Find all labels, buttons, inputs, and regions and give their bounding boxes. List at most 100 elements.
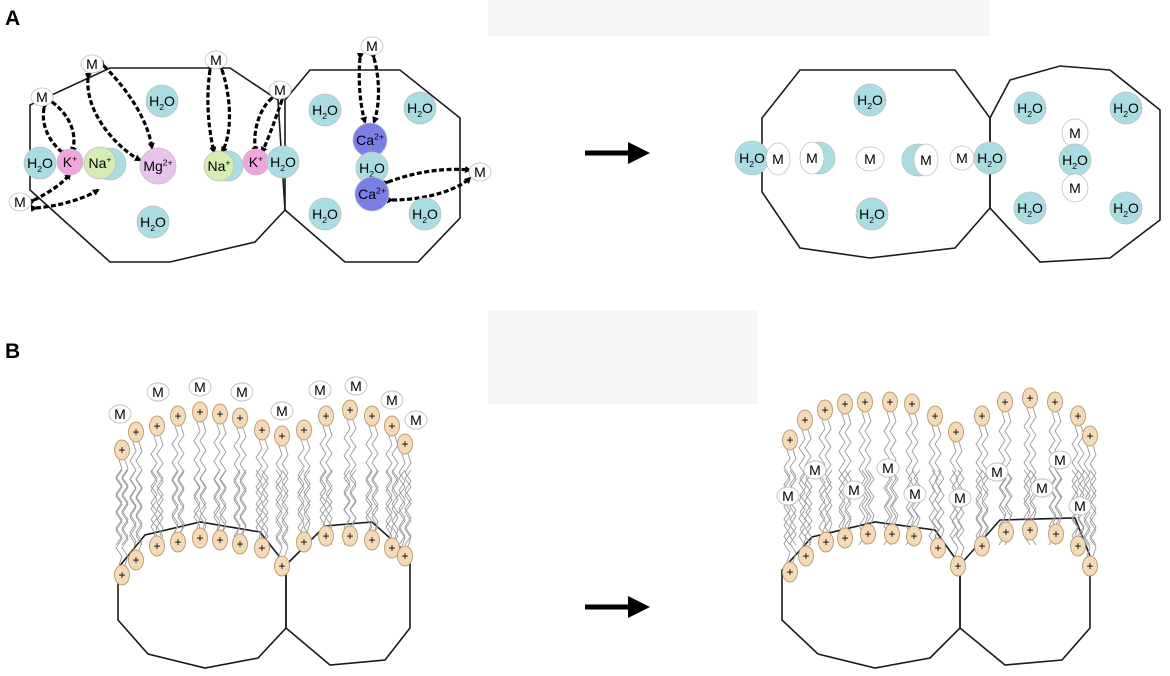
svg-text:K+: K+: [63, 154, 77, 170]
svg-text:H2O: H2O: [312, 102, 338, 121]
metal-ion: M: [913, 143, 939, 177]
lipid-molecule: +: [974, 405, 990, 546]
svg-text:+: +: [822, 535, 829, 549]
metal-ion: M: [344, 376, 368, 396]
lipid-molecule: +: [232, 469, 248, 555]
svg-text:M: M: [194, 379, 206, 395]
cell-b-right-before: [285, 521, 411, 666]
metal-ion: M: [30, 87, 54, 107]
water-molecule: H2O: [23, 146, 57, 180]
svg-text:+: +: [236, 537, 243, 551]
lipid-molecule: +: [170, 469, 186, 553]
svg-text:+: +: [931, 409, 938, 423]
svg-text:M: M: [864, 151, 876, 167]
metal-ion: M: [949, 145, 975, 171]
right-arrow-icon: [585, 596, 650, 618]
svg-text:+: +: [978, 539, 985, 553]
water-molecule: H2O: [973, 141, 1007, 175]
double-headed-curved-arrow-icon: [217, 64, 232, 154]
svg-text:H2O: H2O: [1113, 200, 1139, 219]
calcium-ion: Ca2+: [354, 176, 390, 212]
svg-text:M: M: [909, 486, 921, 502]
double-headed-curved-arrow-icon: [251, 92, 279, 154]
lipid-molecule: +: [797, 409, 813, 546]
svg-text:+: +: [786, 565, 793, 579]
svg-text:M: M: [114, 406, 126, 422]
svg-text:+: +: [258, 423, 265, 437]
metal-ion: M: [799, 141, 825, 175]
svg-text:+: +: [1086, 429, 1093, 443]
svg-text:+: +: [1086, 559, 1093, 573]
panel-label-b: B: [5, 340, 21, 363]
cell-a-left-before: [29, 67, 286, 263]
water-molecule: H2O: [1013, 191, 1047, 225]
svg-text:+: +: [132, 553, 139, 567]
svg-text:+: +: [236, 411, 243, 425]
svg-text:M: M: [1036, 480, 1048, 496]
panel-label-a: A: [5, 7, 21, 30]
lipid-molecule: +: [296, 419, 312, 546]
svg-text:+: +: [401, 549, 408, 563]
lipid-molecule: +: [1047, 391, 1063, 546]
metal-ion: M: [803, 460, 827, 480]
lipid-molecule: +: [192, 469, 208, 549]
water-molecule: H2O: [1109, 191, 1143, 225]
svg-text:+: +: [841, 531, 848, 545]
svg-text:M: M: [474, 164, 486, 180]
svg-text:H2O: H2O: [1017, 100, 1043, 119]
svg-text:Ca2+: Ca2+: [358, 186, 386, 202]
svg-text:+: +: [300, 423, 307, 437]
svg-text:H2O: H2O: [977, 150, 1003, 169]
svg-text:Mg2+: Mg2+: [143, 158, 172, 174]
lipid-molecule: +: [997, 391, 1013, 546]
metal-ion: M: [146, 382, 170, 402]
potassium-ion: K+: [242, 148, 270, 176]
lipid-molecule: +: [318, 405, 334, 546]
lipid-molecule: +: [818, 469, 834, 553]
lipid-molecule: +: [1022, 469, 1038, 541]
metal-ion: M: [842, 480, 866, 500]
lipid-molecule: +: [882, 391, 898, 546]
metal-ion: M: [80, 54, 104, 74]
lipid-molecule: +: [114, 439, 130, 546]
magnesium-ion: Mg2+: [139, 147, 177, 185]
right-arrow-icon: [585, 142, 650, 164]
water-molecule: H2O: [136, 205, 170, 239]
svg-text:H2O: H2O: [1062, 152, 1088, 171]
svg-text:H2O: H2O: [140, 214, 166, 233]
middle-shaded-band: [488, 310, 758, 404]
metal-ion: M: [270, 401, 294, 421]
double-headed-curved-arrow-icon: [97, 59, 155, 150]
svg-text:Ca2+: Ca2+: [356, 132, 384, 148]
metal-ion: M: [1030, 478, 1054, 498]
svg-text:M: M: [386, 392, 398, 408]
double-headed-curved-arrow-icon: [356, 52, 367, 124]
lipid-molecule: +: [1048, 469, 1064, 545]
lipid-molecule: +: [342, 469, 358, 547]
svg-text:M: M: [1069, 125, 1081, 141]
svg-text:Na+: Na+: [89, 155, 112, 171]
lipid-molecule: +: [364, 469, 380, 551]
water-molecule: H2O: [408, 197, 442, 231]
svg-text:M: M: [954, 490, 966, 506]
svg-text:+: +: [118, 568, 125, 582]
svg-text:+: +: [1001, 395, 1008, 409]
svg-text:M: M: [782, 488, 794, 504]
svg-text:+: +: [1074, 539, 1081, 553]
lipid-molecule: +: [274, 469, 290, 577]
svg-text:H2O: H2O: [1113, 100, 1139, 119]
metal-ion: M: [108, 404, 132, 424]
lipid-molecule: +: [884, 469, 900, 545]
double-headed-curved-arrow-icon: [41, 102, 68, 157]
svg-text:H2O: H2O: [270, 154, 296, 173]
water-molecule: H2O: [1058, 143, 1092, 177]
metal-ion: M: [985, 462, 1009, 482]
svg-text:+: +: [910, 529, 917, 543]
svg-text:+: +: [346, 529, 353, 543]
lipid-molecule: +: [397, 469, 413, 567]
svg-text:M: M: [956, 150, 968, 166]
metal-ion: M: [308, 380, 332, 400]
svg-text:+: +: [1052, 527, 1059, 541]
svg-text:+: +: [934, 541, 941, 555]
lipid-molecule: +: [950, 469, 966, 577]
